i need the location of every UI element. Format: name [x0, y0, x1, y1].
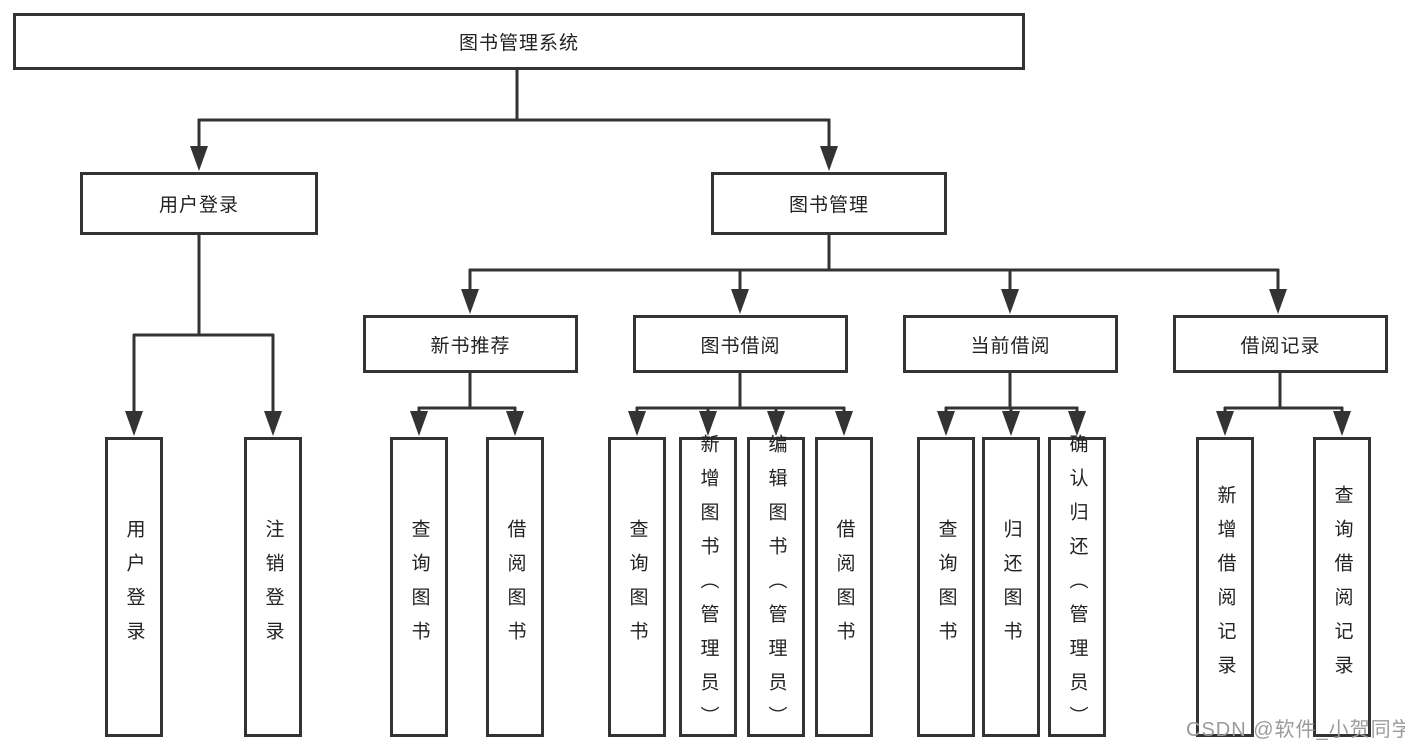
node-new-book-recommend: 新书推荐 [363, 315, 578, 373]
node-root: 图书管理系统 [13, 13, 1025, 70]
leaf-query-book-borrow-label: 查询图书 [626, 519, 648, 655]
leaf-return-book: 归还图书 [982, 437, 1040, 737]
leaf-add-borrow-record-label: 新增借阅记录 [1214, 485, 1236, 689]
node-root-label: 图书管理系统 [458, 33, 579, 54]
leaf-add-book-admin-label: 新增图书（管理员） [697, 434, 719, 740]
node-borrow-record: 借阅记录 [1173, 315, 1388, 373]
leaf-confirm-return-admin: 确认归还（管理员） [1048, 434, 1106, 740]
leaf-add-borrow-record: 新增借阅记录 [1196, 437, 1254, 737]
node-user-login-label: 用户登录 [158, 195, 239, 216]
leaf-add-book-admin: 新增图书（管理员） [679, 434, 737, 740]
leaf-query-book-recommend: 查询图书 [390, 437, 448, 737]
leaf-edit-book-admin: 编辑图书（管理员） [747, 434, 805, 740]
node-book-management: 图书管理 [711, 172, 947, 235]
leaf-query-book-borrow: 查询图书 [608, 437, 666, 737]
leaf-query-borrow-record-label: 查询借阅记录 [1331, 485, 1353, 689]
node-book-borrow-label: 图书借阅 [700, 335, 781, 357]
leaf-borrow-book-label: 借阅图书 [833, 519, 855, 655]
node-book-borrow: 图书借阅 [633, 315, 848, 373]
node-book-management-label: 图书管理 [788, 195, 869, 216]
csdn-watermark: CSDN @软件_小贺同学 [1186, 719, 1405, 741]
leaf-query-book-current: 查询图书 [917, 437, 975, 737]
node-current-borrow: 当前借阅 [903, 315, 1118, 373]
node-new-book-recommend-label: 新书推荐 [430, 335, 511, 357]
leaf-return-book-label: 归还图书 [1000, 519, 1022, 655]
leaf-borrow-book-recommend-label: 借阅图书 [504, 519, 526, 655]
leaf-query-book-current-label: 查询图书 [935, 519, 957, 655]
leaf-edit-book-admin-label: 编辑图书（管理员） [765, 434, 787, 740]
node-borrow-record-label: 借阅记录 [1240, 335, 1321, 357]
node-user-login: 用户登录 [80, 172, 318, 235]
leaf-borrow-book-recommend: 借阅图书 [486, 437, 544, 737]
leaf-user-login-label: 用户登录 [123, 519, 145, 655]
leaf-user-login: 用户登录 [105, 437, 163, 737]
leaf-query-book-recommend-label: 查询图书 [408, 519, 430, 655]
node-current-borrow-label: 当前借阅 [970, 335, 1051, 357]
leaf-confirm-return-admin-label: 确认归还（管理员） [1066, 434, 1088, 740]
leaf-logout: 注销登录 [244, 437, 302, 737]
leaf-borrow-book: 借阅图书 [815, 437, 873, 737]
leaf-query-borrow-record: 查询借阅记录 [1313, 437, 1371, 737]
leaf-logout-label: 注销登录 [262, 519, 284, 655]
